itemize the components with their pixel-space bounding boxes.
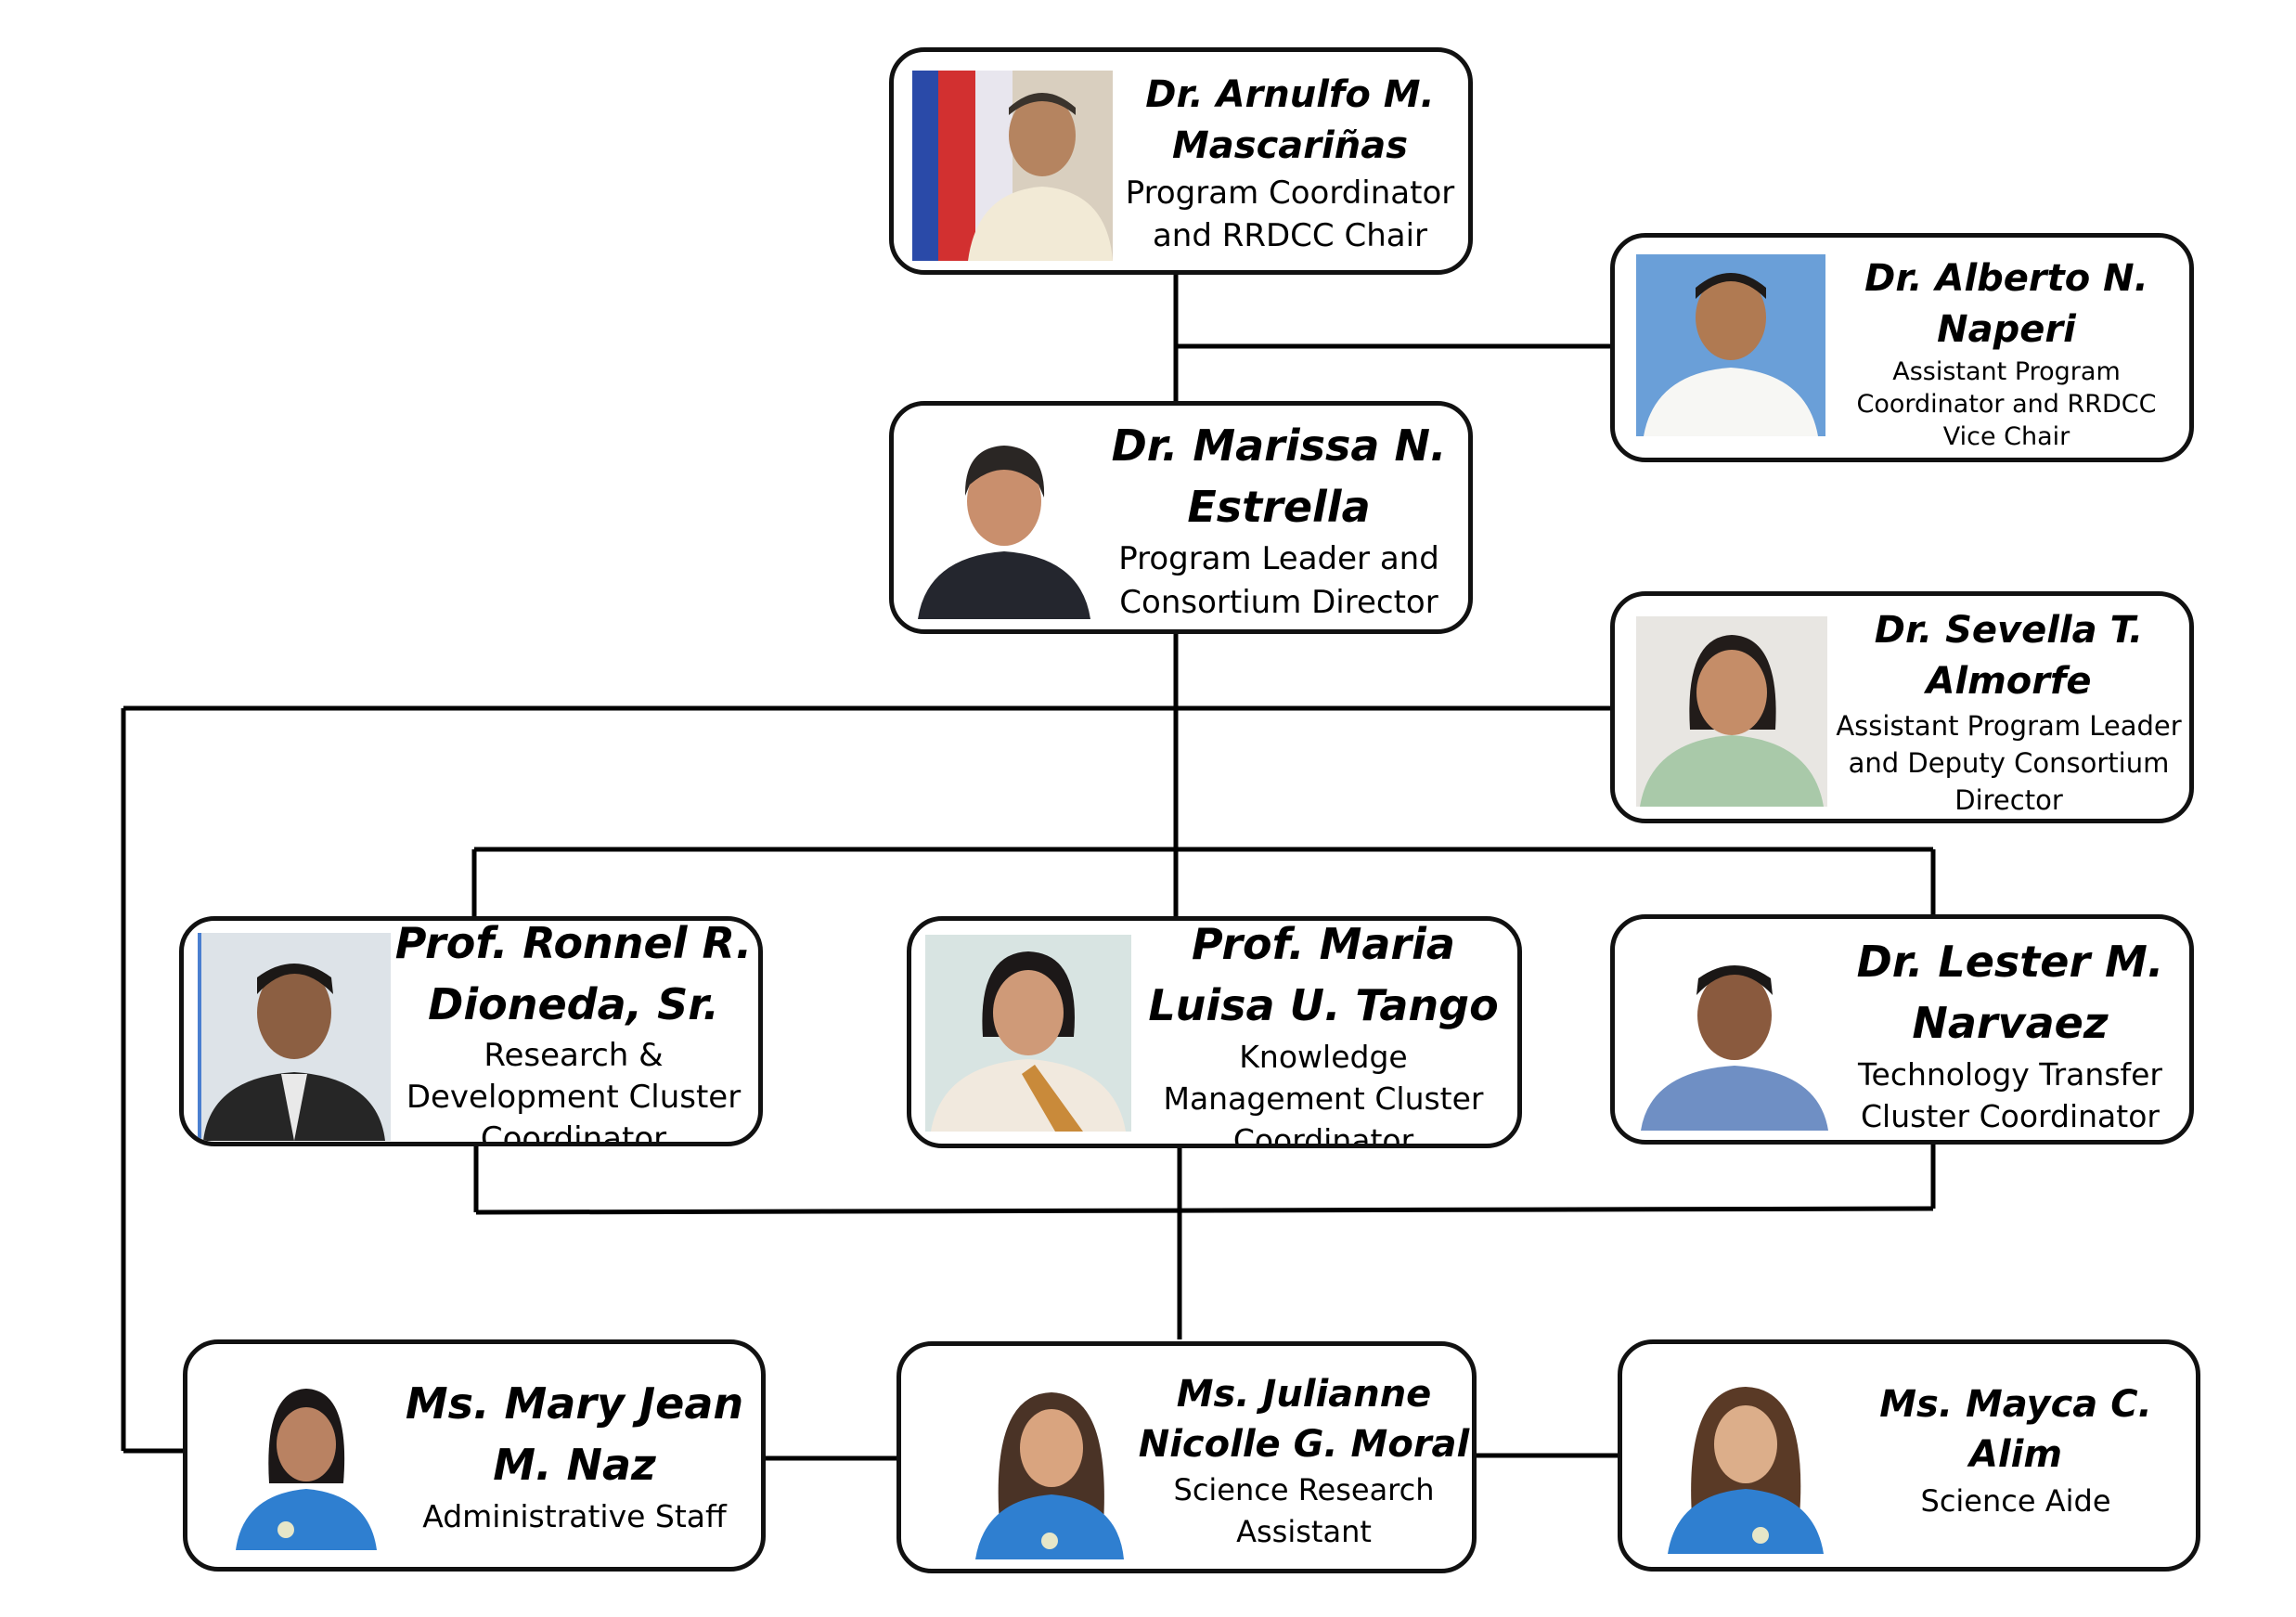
asst-leader-text: Dr. Sevella T. Almorfe Assistant Program…	[1830, 605, 2187, 819]
card-km-cluster-coordinator: Prof. Maria Luisa U. Tango Knowledge Man…	[907, 916, 1522, 1148]
admin-role: Administrative Staff	[422, 1498, 727, 1534]
km-name: Prof. Maria Luisa U. Tango	[1148, 918, 1499, 1030]
km-photo	[925, 935, 1131, 1132]
sra-role: Science Research Assistant	[1173, 1472, 1435, 1549]
asst-coordinator-text: Dr. Alberto N. Naperi Assistant Program …	[1828, 251, 2185, 455]
coordinator-name: Dr. Arnulfo M. Mascariñas	[1145, 73, 1435, 167]
aide-portrait-image	[1664, 1381, 1827, 1554]
asst-coordinator-name: Dr. Alberto N. Naperi	[1864, 256, 2148, 351]
asst-coordinator-portrait-image	[1636, 254, 1825, 436]
card-science-aide: Ms. Mayca C. Alim Science Aide	[1618, 1339, 2200, 1572]
rd-name: Prof. Ronnel R. Dioneda, Sr.	[394, 917, 753, 1029]
km-text: Prof. Maria Luisa U. Tango Knowledge Man…	[1134, 921, 1513, 1144]
sra-portrait-image	[972, 1385, 1128, 1559]
rd-text: Prof. Ronnel R. Dioneda, Sr. Research & …	[388, 921, 758, 1142]
coordinator-portrait-image	[912, 71, 1113, 261]
asst-leader-photo	[1636, 616, 1827, 807]
admin-photo	[232, 1381, 381, 1550]
leader-name: Dr. Marissa N. Estrella	[1111, 420, 1447, 532]
leader-photo	[914, 429, 1094, 619]
card-rd-cluster-coordinator: Prof. Ronnel R. Dioneda, Sr. Research & …	[179, 916, 763, 1146]
km-role: Knowledge Management Cluster Coordinator	[1163, 1038, 1484, 1148]
aide-name: Ms. Mayca C. Alim	[1879, 1383, 2152, 1476]
aide-role: Science Aide	[1920, 1483, 2111, 1519]
admin-portrait-image	[232, 1381, 381, 1550]
leader-role: Program Leader and Consortium Director	[1118, 540, 1439, 621]
aide-photo	[1664, 1381, 1827, 1554]
card-tt-cluster-coordinator: Dr. Lester M. Narvaez Technology Transfe…	[1610, 914, 2194, 1145]
card-program-coordinator: Dr. Arnulfo M. Mascariñas Program Coordi…	[889, 47, 1473, 275]
leader-text: Dr. Marissa N. Estrella Program Leader a…	[1098, 417, 1460, 623]
tt-portrait-image	[1635, 939, 1834, 1131]
coordinator-text: Dr. Arnulfo M. Mascariñas Program Coordi…	[1116, 65, 1464, 262]
card-science-research-assistant: Ms. Julianne Nicolle G. Moral Science Re…	[896, 1341, 1477, 1573]
card-administrative-staff: Ms. Mary Jean M. Naz Administrative Staf…	[183, 1339, 766, 1572]
tt-text: Dr. Lester M. Narvaez Technology Transfe…	[1834, 928, 2186, 1140]
rd-portrait-image	[198, 933, 391, 1141]
asst-coordinator-photo	[1636, 254, 1825, 436]
card-program-leader: Dr. Marissa N. Estrella Program Leader a…	[889, 401, 1473, 634]
card-assistant-program-coordinator: Dr. Alberto N. Naperi Assistant Program …	[1610, 233, 2194, 462]
sra-photo	[972, 1385, 1128, 1559]
aide-text: Ms. Mayca C. Alim Science Aide	[1834, 1381, 2196, 1520]
asst-leader-name: Dr. Sevella T. Almorfe	[1874, 609, 2144, 703]
rd-role: Research & Development Cluster Coordinat…	[406, 1036, 742, 1146]
tt-role: Technology Transfer Cluster Coordinator	[1857, 1056, 2163, 1134]
coordinator-role: Program Coordinator and RRDCC Chair	[1125, 175, 1455, 254]
rd-photo	[198, 933, 391, 1141]
sra-name: Ms. Julianne Nicolle G. Moral	[1138, 1373, 1470, 1466]
card-assistant-program-leader: Dr. Sevella T. Almorfe Assistant Program…	[1610, 591, 2194, 823]
admin-text: Ms. Mary Jean M. Naz Administrative Staf…	[392, 1363, 757, 1548]
asst-leader-portrait-image	[1636, 616, 1827, 807]
asst-coordinator-role: Assistant Program Coordinator and RRDCC …	[1856, 356, 2157, 451]
asst-leader-role: Assistant Program Leader and Deputy Cons…	[1836, 710, 2182, 816]
leader-portrait-image	[914, 429, 1094, 619]
tt-photo	[1635, 939, 1834, 1131]
coordinator-photo	[912, 71, 1113, 261]
admin-name: Ms. Mary Jean M. Naz	[405, 1378, 744, 1490]
sra-text: Ms. Julianne Nicolle G. Moral Science Re…	[1133, 1363, 1472, 1559]
tt-name: Dr. Lester M. Narvaez	[1856, 937, 2164, 1048]
km-portrait-image	[925, 935, 1131, 1132]
